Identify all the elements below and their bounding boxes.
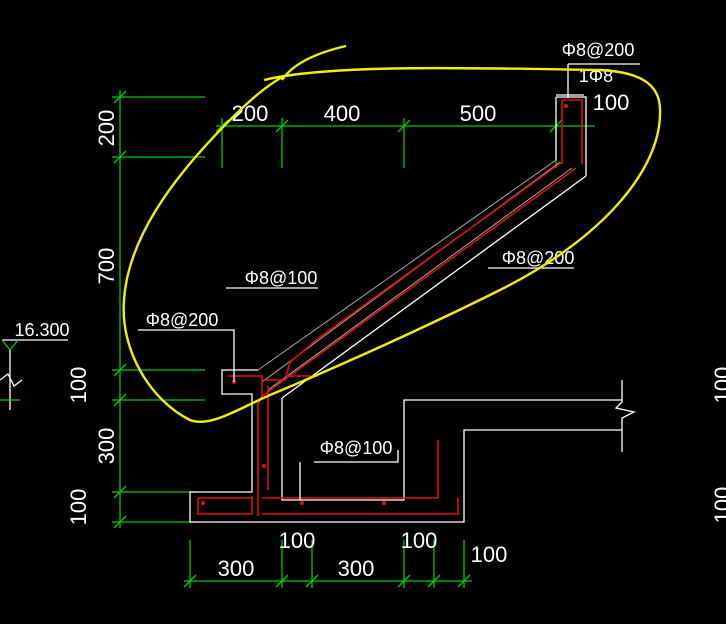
label-top-rebar-spacing: Φ8@200 [562, 40, 635, 60]
bottom-dim-1: 300 [218, 556, 255, 581]
left-dim-3: 100 [66, 367, 91, 404]
bottom-dim-2: 100 [279, 528, 316, 553]
left-dim-4: 300 [94, 428, 119, 465]
elevation-mark [0, 339, 68, 410]
highlight-circle [122, 44, 662, 423]
left-dim-5: 100 [66, 489, 91, 526]
bottom-dim-3: 300 [338, 556, 375, 581]
rebar-lines [197, 99, 583, 516]
bottom-dim-5: 100 [471, 542, 508, 567]
bottom-dimension-chain [183, 540, 472, 588]
left-dim-2: 700 [94, 248, 119, 285]
label-elevation: 16.300 [14, 320, 69, 340]
label-landing-left: Φ8@200 [146, 310, 219, 330]
bottom-dim-4: 100 [401, 528, 438, 553]
label-slab-bottom: Φ8@100 [320, 438, 393, 458]
top-dim-3: 500 [460, 101, 497, 126]
right-cut-dim-1: 100 [710, 367, 726, 404]
left-dimension-chain [112, 90, 205, 529]
top-dim-2: 400 [324, 101, 361, 126]
label-diagonal-upper: Φ8@100 [245, 268, 318, 288]
concrete-outline [189, 96, 636, 523]
top-dimension-chain [215, 118, 595, 168]
rebar-dots [201, 104, 568, 505]
label-diagonal-lower: Φ8@200 [502, 248, 575, 268]
left-dim-1: 200 [94, 110, 119, 147]
annotation-leaders [138, 63, 640, 500]
label-top-right-dim: 100 [593, 90, 630, 115]
right-cut-dim-2: 100 [710, 487, 726, 524]
